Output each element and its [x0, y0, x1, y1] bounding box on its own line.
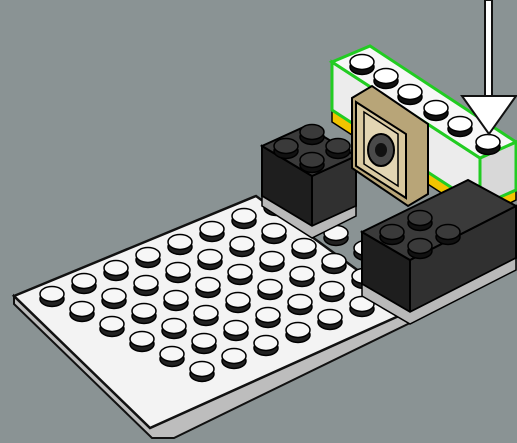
stud	[476, 135, 500, 155]
stud	[72, 274, 96, 294]
stud	[320, 282, 344, 302]
stud	[136, 248, 160, 268]
stud	[260, 252, 284, 272]
stud	[380, 225, 404, 245]
stud	[226, 293, 250, 313]
stud	[160, 347, 184, 367]
stud	[196, 278, 220, 298]
stud	[40, 287, 64, 307]
stud	[374, 69, 398, 89]
stud	[424, 101, 448, 121]
stud	[228, 265, 252, 285]
stud	[290, 267, 314, 287]
stud	[398, 85, 422, 105]
stud	[230, 237, 254, 257]
stud	[232, 209, 256, 229]
stud	[274, 139, 298, 159]
stud	[258, 280, 282, 300]
stud	[194, 306, 218, 326]
stud	[286, 323, 310, 343]
stud	[224, 321, 248, 341]
stud	[134, 276, 158, 296]
stud	[254, 336, 278, 356]
stud	[288, 295, 312, 315]
stud	[200, 222, 224, 242]
stud	[300, 125, 324, 145]
stud	[448, 117, 472, 137]
stud	[292, 239, 316, 259]
stud	[198, 250, 222, 270]
stud	[164, 291, 188, 311]
stud	[300, 153, 324, 173]
stud	[168, 235, 192, 255]
stud	[100, 317, 124, 337]
stud	[132, 304, 156, 324]
stud	[102, 289, 126, 309]
stud	[318, 310, 342, 330]
stud	[190, 362, 214, 382]
stud	[192, 334, 216, 354]
stud	[222, 349, 246, 369]
stud	[350, 55, 374, 75]
stud	[70, 302, 94, 322]
stud	[436, 225, 460, 245]
stud	[408, 211, 432, 231]
stud	[104, 261, 128, 281]
stud	[326, 139, 350, 159]
stud	[130, 332, 154, 352]
stud	[322, 254, 346, 274]
stud	[166, 263, 190, 283]
stud	[256, 308, 280, 328]
stud	[162, 319, 186, 339]
stud	[408, 239, 432, 259]
stud	[262, 224, 286, 244]
